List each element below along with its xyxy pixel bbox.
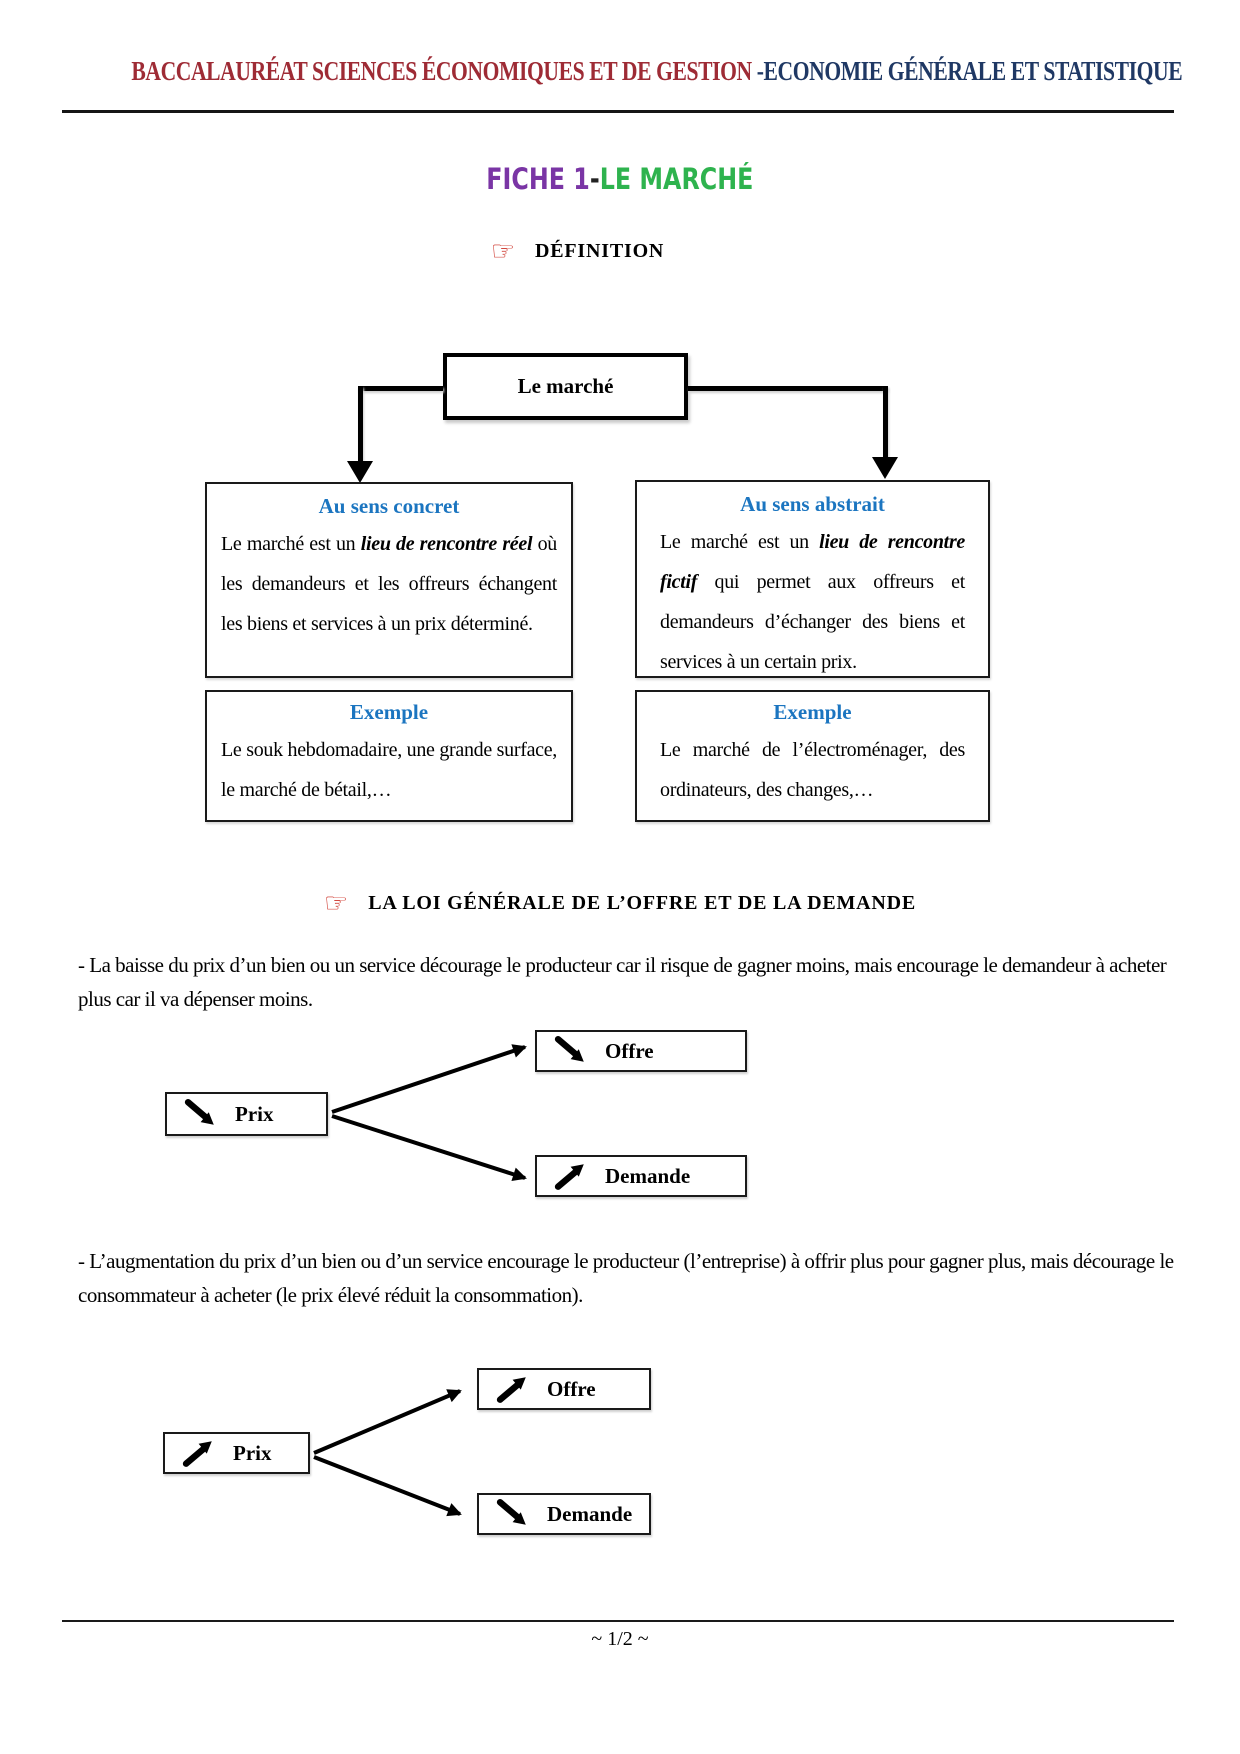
page-number: ~ 1/2 ~ — [591, 1628, 649, 1650]
connector-right-horizontal — [688, 386, 888, 391]
fiche-dash: - — [589, 162, 600, 196]
sens-abstrait-title: Au sens abstrait — [740, 492, 885, 516]
fiche-name: LE MARCHÉ — [599, 162, 754, 196]
paragraph-price-decrease: - La baisse du prix d’un bien ou un serv… — [78, 953, 1167, 1011]
pointing-hand-icon: ☞ — [323, 888, 349, 919]
trend-down-arrow-icon — [495, 1499, 533, 1529]
offre-box-decrease: Offre — [535, 1030, 747, 1072]
sens-abstrait-box: Au sens abstrait Le marché est un lieu d… — [635, 480, 990, 678]
paragraph-price-increase: - L’augmentation du prix d’un bien ou d’… — [78, 1249, 1174, 1307]
header-subject-title: -ECONOMIE GÉNÉRALE ET STATISTIQUE — [756, 56, 1183, 86]
down-arrowhead-left-icon — [347, 461, 373, 483]
exemple-abstrait-title: Exemple — [773, 700, 852, 724]
down-arrowhead-right-icon — [872, 457, 898, 479]
prix-label: Prix — [233, 1440, 272, 1465]
diagram-increase-arrows — [313, 1389, 462, 1517]
exemple-abstrait-box: Exemple Le marché de l’électroménager, d… — [635, 690, 990, 822]
connector-left-vertical — [358, 386, 363, 464]
definition-heading: ☞ DÉFINITION — [0, 236, 1240, 267]
trend-up-arrow-icon — [181, 1438, 219, 1468]
header-course-title: BACCALAURÉAT SCIENCES ÉCONOMIQUES ET DE … — [131, 56, 757, 86]
exemple-concret-title: Exemple — [349, 700, 429, 724]
exemple-concret-box: Exemple Le souk hebdomadaire, une grande… — [205, 690, 573, 822]
demande-box-decrease: Demande — [535, 1155, 747, 1197]
page-header: BACCALAURÉAT SCIENCES ÉCONOMIQUES ET DE … — [0, 56, 1240, 87]
law-heading: ☞ LA LOI GÉNÉRALE DE L’OFFRE ET DE LA DE… — [0, 888, 1240, 919]
trend-down-arrow-icon — [183, 1099, 221, 1129]
marche-root-label: Le marché — [517, 374, 614, 398]
definition-heading-label: DÉFINITION — [535, 240, 665, 262]
prix-box-decrease: Prix — [165, 1092, 328, 1136]
exemple-concret-text: Le souk hebdomadaire, une grande surface… — [221, 739, 557, 801]
header-divider — [62, 110, 1174, 113]
prix-box-increase: Prix — [163, 1432, 310, 1474]
connector-right-vertical — [883, 386, 888, 460]
offre-label: Offre — [605, 1038, 654, 1063]
pointing-hand-icon: ☞ — [490, 236, 516, 267]
sens-abstrait-text: Le marché est un lieu de rencontre ficti… — [660, 531, 965, 673]
sens-concret-box: Au sens concret Le marché est un lieu de… — [205, 482, 573, 678]
fiche-title: FICHE 1-LE MARCHÉ — [0, 162, 1240, 196]
offre-box-increase: Offre — [477, 1368, 651, 1410]
footer-divider — [62, 1620, 1174, 1622]
demande-label: Demande — [605, 1163, 691, 1188]
sens-concret-title: Au sens concret — [318, 494, 460, 518]
exemple-abstrait-text: Le marché de l’électroménager, des ordin… — [660, 739, 965, 801]
trend-down-arrow-icon — [553, 1036, 591, 1066]
connector-left-horizontal — [358, 386, 443, 391]
marche-root-box: Le marché — [443, 353, 688, 420]
demande-label: Demande — [547, 1501, 633, 1526]
demande-box-increase: Demande — [477, 1493, 651, 1535]
trend-up-arrow-icon — [553, 1161, 591, 1191]
fiche-number: FICHE 1 — [486, 162, 590, 196]
offre-label: Offre — [547, 1376, 596, 1401]
prix-label: Prix — [235, 1101, 274, 1126]
trend-up-arrow-icon — [495, 1374, 533, 1404]
diagram-decrease-arrows — [331, 1044, 527, 1181]
sens-concret-text: Le marché est un lieu de rencontre réel … — [221, 533, 558, 635]
law-heading-label: LA LOI GÉNÉRALE DE L’OFFRE ET DE LA DEMA… — [368, 892, 917, 914]
